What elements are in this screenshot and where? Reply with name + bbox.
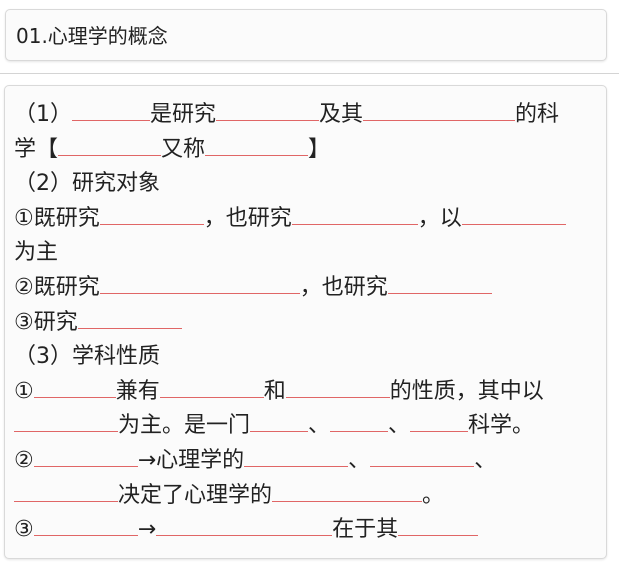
blank <box>99 202 204 225</box>
blank <box>285 375 390 398</box>
blank <box>216 98 320 121</box>
text: 是研究 <box>150 102 217 127</box>
divider <box>0 73 619 74</box>
blank <box>33 444 138 467</box>
text: 又称 <box>161 136 206 162</box>
text: 兼有 <box>115 378 160 404</box>
blank <box>461 202 566 225</box>
text: 。 <box>422 482 445 508</box>
text: 、 <box>388 413 411 439</box>
page-title: 01.心理学的概念 <box>16 24 168 48</box>
text: 】 <box>308 136 331 162</box>
blank <box>250 409 309 433</box>
line-6: ②既研究 ，也研究 <box>14 271 599 306</box>
blank <box>99 271 300 294</box>
text: ，也研究 <box>203 205 292 231</box>
blank <box>14 479 118 502</box>
text: 的科 <box>515 102 560 127</box>
blank <box>398 513 479 537</box>
text: ③ <box>14 517 34 543</box>
line-8: （3）学科性质 <box>14 340 599 375</box>
text: 科学。 <box>468 413 535 439</box>
line-2: 学【 又称 】 <box>14 133 599 168</box>
blank <box>272 479 423 502</box>
blank <box>291 202 418 225</box>
line-5: 为主 <box>14 236 599 271</box>
text: 及其 <box>319 102 364 127</box>
blank <box>14 409 118 433</box>
blank <box>72 98 150 121</box>
blank <box>410 409 469 433</box>
text: 为主 <box>14 240 59 266</box>
text: 在于其 <box>332 517 399 543</box>
text: 、 <box>308 413 331 439</box>
text: →心理学的 <box>137 447 245 473</box>
line-12: 决定了心理学的 。 <box>14 479 599 514</box>
text: 、 <box>348 447 371 473</box>
title-card: 01.心理学的概念 <box>5 9 607 61</box>
text: 学【 <box>14 136 59 162</box>
blank <box>205 133 309 156</box>
text: ③研究 <box>14 309 78 335</box>
text: ，也研究 <box>299 274 388 300</box>
blank <box>159 375 264 398</box>
text: （1） <box>14 102 72 127</box>
line-4: ①既研究 ，也研究 ，以 <box>14 202 599 237</box>
text: 和 <box>263 378 286 404</box>
line-1: （1） 是研究 及其 的科 <box>14 98 599 133</box>
fill-in-blank-content: （1） 是研究 及其 的科 学【 又称 】 （2）研究对象 ①既研究 ，也研究 ，以 为主 ②… <box>14 98 599 548</box>
text: ② <box>14 447 34 473</box>
blank <box>33 375 116 398</box>
text: ①既研究 <box>14 205 100 231</box>
content-card: （1） 是研究 及其 的科 学【 又称 】 （2）研究对象 ①既研究 ，也研究 ，以 为主 ②… <box>4 85 607 559</box>
text: 的性质，其中以 <box>389 378 544 404</box>
blank <box>77 306 182 329</box>
blank <box>387 271 492 294</box>
blank <box>363 98 516 121</box>
blank <box>330 409 389 433</box>
text: ① <box>14 378 34 404</box>
text: 决定了心理学的 <box>118 482 273 508</box>
blank <box>58 133 162 156</box>
line-7: ③研究 <box>14 306 599 341</box>
text: ②既研究 <box>14 274 100 300</box>
line-11: ② →心理学的 、 、 <box>14 444 599 479</box>
text: （3）学科性质 <box>14 344 160 370</box>
blank <box>33 513 138 537</box>
blank <box>156 513 333 537</box>
line-13: ③ → 在于其 <box>14 513 599 548</box>
line-9: ① 兼有 和 的性质，其中以 <box>14 375 599 410</box>
text: → <box>137 517 157 543</box>
line-3: （2）研究对象 <box>14 167 599 202</box>
text: 、 <box>474 447 497 473</box>
line-10: 为主。是一门 、 、 科学。 <box>14 409 599 444</box>
text: 为主。是一门 <box>118 413 251 439</box>
text: ，以 <box>417 205 462 231</box>
text: （2）研究对象 <box>14 171 160 197</box>
blank <box>244 444 349 467</box>
blank <box>370 444 475 467</box>
